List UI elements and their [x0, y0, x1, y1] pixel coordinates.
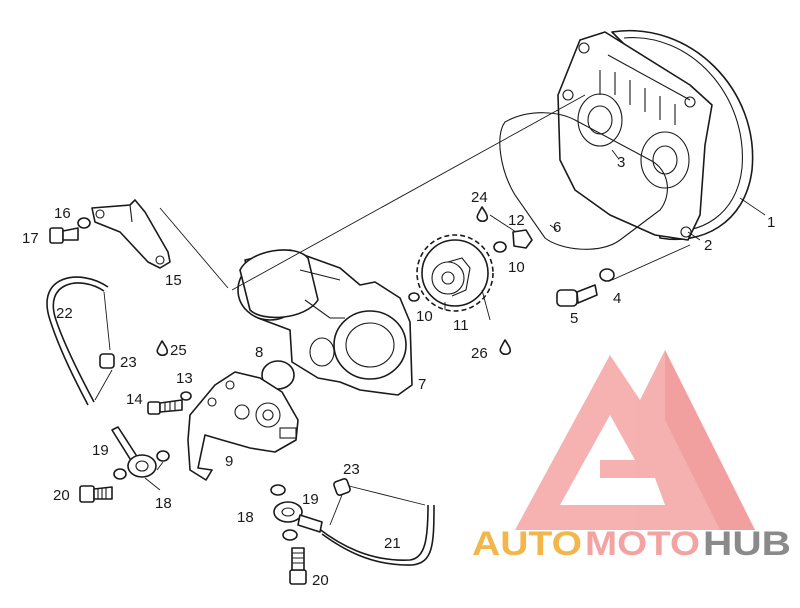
part-11-gear: [416, 234, 494, 312]
part-18-washer-c: [270, 484, 286, 496]
callout-25: 25: [170, 342, 187, 359]
part-7-pump-body: [237, 249, 413, 396]
part-5-screw: [556, 284, 598, 307]
part-18-washer-d: [282, 529, 298, 541]
callout-10-lower: 10: [416, 308, 433, 325]
callout-22: 22: [56, 305, 73, 322]
part-21-hose: [317, 504, 435, 566]
callout-26: 26: [471, 345, 488, 362]
callout-3: 3: [617, 154, 625, 171]
callout-6: 6: [553, 219, 561, 236]
part-2-crankcase-cover: [557, 31, 713, 241]
callout-17: 17: [22, 230, 39, 247]
part-18-washer-a: [113, 468, 127, 480]
callout-7: 7: [418, 376, 426, 393]
callout-24: 24: [471, 189, 488, 206]
part-16-washer: [77, 217, 91, 229]
callout-2: 2: [704, 237, 712, 254]
callout-5: 5: [570, 310, 578, 327]
part-19-banjo-fitting-left: [111, 426, 157, 478]
callout-16: 16: [54, 205, 71, 222]
part-13-washer: [180, 391, 192, 401]
part-26-grease-drop-icon: [499, 339, 512, 356]
callout-18-right: 18: [237, 509, 254, 526]
callout-labels: 1 2 3 4 5 6 7 8 9 10 10 11 12 13 14 15 1…: [22, 154, 775, 589]
callout-4: 4: [613, 290, 621, 307]
part-22-hose: [46, 276, 109, 406]
callout-19-right: 19: [302, 491, 319, 508]
callout-1: 1: [767, 214, 775, 231]
part-17-bolt: [49, 227, 79, 244]
watermark-auto: AUTO: [472, 525, 582, 563]
part-23-clip-upper: [99, 353, 115, 369]
callout-23-left: 23: [120, 354, 137, 371]
part-4-washer: [599, 268, 615, 282]
watermark-hub: HUB: [703, 525, 791, 563]
callout-12: 12: [508, 212, 525, 229]
part-12-nut: [512, 229, 533, 249]
leader-lines: [94, 94, 766, 526]
part-25-grease-drop-icon: [156, 340, 169, 357]
watermark-logo-icon: [515, 350, 755, 530]
callout-23-right: 23: [343, 461, 360, 478]
callout-18-left: 18: [155, 495, 172, 512]
part-24-grease-drop-icon: [476, 206, 489, 223]
part-9-oil-pump: [187, 371, 299, 481]
callout-15: 15: [165, 272, 182, 289]
part-19-banjo-fitting-right: [273, 501, 323, 533]
part-20-bolt-right: [289, 547, 307, 585]
part-15-bracket: [91, 199, 171, 269]
callout-14: 14: [126, 391, 143, 408]
part-18-washer-b: [156, 450, 170, 462]
part-23-clip-lower: [333, 478, 351, 496]
part-14-screw: [147, 399, 183, 415]
watermark-moto: MOTO: [585, 525, 700, 563]
callout-9: 9: [225, 453, 233, 470]
callout-20-right: 20: [312, 572, 329, 589]
part-10-washer-upper: [493, 241, 507, 253]
callout-13: 13: [176, 370, 193, 387]
callout-10-upper: 10: [508, 259, 525, 276]
part-6-gasket: [499, 112, 668, 250]
callout-20-left: 20: [53, 487, 70, 504]
part-10-washer-lower: [408, 292, 420, 302]
callout-8: 8: [255, 344, 263, 361]
callout-11: 11: [453, 317, 469, 334]
callout-19-left: 19: [92, 442, 109, 459]
callout-21: 21: [384, 535, 401, 552]
watermark-text: AUTO MOTO HUB: [472, 525, 791, 563]
part-20-bolt-left: [79, 485, 113, 503]
